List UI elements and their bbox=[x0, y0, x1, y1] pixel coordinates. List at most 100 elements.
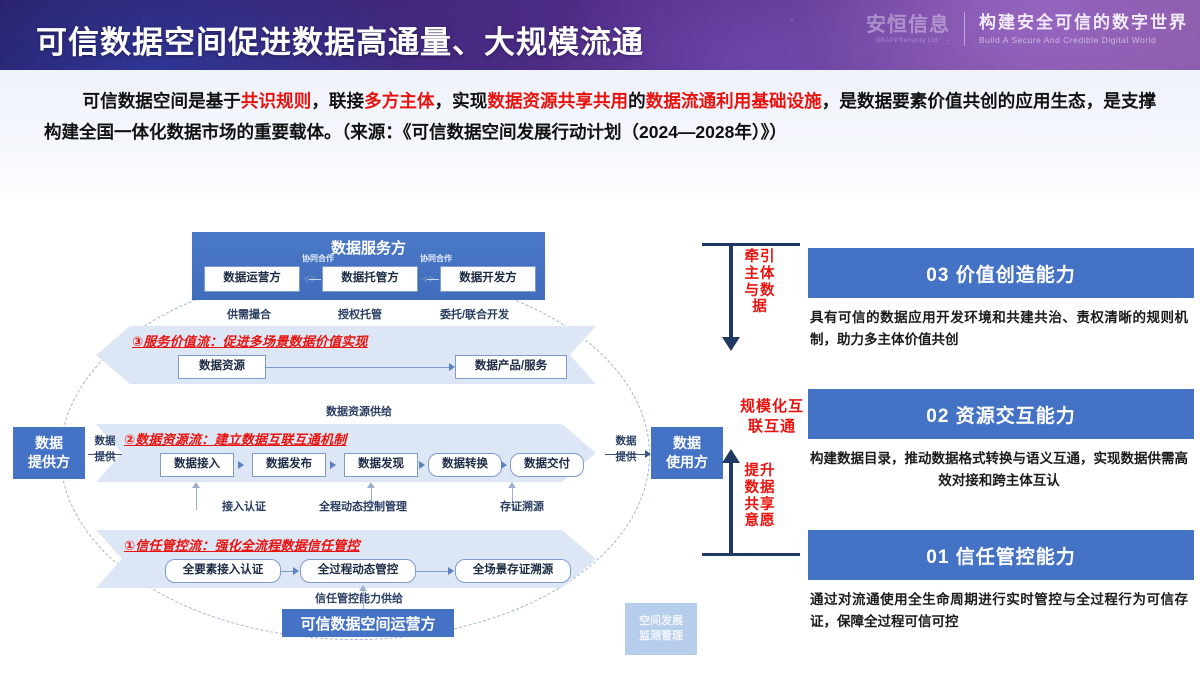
flow2-up-arrow-2 bbox=[367, 482, 375, 488]
box-data-delivery[interactable]: 数据交付 bbox=[510, 453, 584, 477]
axis-top-bar bbox=[702, 243, 800, 246]
data-consumer-line1: 数据 bbox=[673, 435, 701, 452]
brand-slogan-en: Build A Secure And Credible Digital Worl… bbox=[979, 35, 1157, 46]
flow1-title: ①信任管控流：强化全流程数据信任管控 bbox=[124, 538, 360, 553]
connector-label-1: 协同合作 bbox=[302, 254, 334, 263]
box-data-custodian[interactable]: 数据托管方 bbox=[322, 266, 418, 292]
card-body-value-creation: 具有可信的数据应用开发环境和共建共治、责权清晰的规则机制，助力多主体价值共创 bbox=[810, 310, 1188, 347]
intro-highlight-3: 数据资源共享共用 bbox=[487, 91, 629, 111]
label-provide-left-line1: 数据 bbox=[94, 435, 116, 447]
service-provider-title: 数据服务方 bbox=[330, 240, 406, 257]
provide-right-arrow bbox=[645, 450, 651, 458]
company-logo-cn: 安恒信息 bbox=[866, 13, 950, 36]
intro-seg-2: ，联接 bbox=[311, 91, 365, 111]
axis-down-shaft bbox=[729, 243, 733, 341]
card-body-resource-interaction: 构建数据目录，推动数据格式转换与语义互通，实现数据供需高效对接和跨主体互认 bbox=[810, 451, 1188, 488]
flow2-up-arrow-1 bbox=[192, 482, 200, 488]
space-monitor-line2: 监测管理 bbox=[639, 630, 683, 642]
box-full-element-auth[interactable]: 全要素接入认证 bbox=[165, 559, 281, 583]
flow2-arrow-3 bbox=[419, 461, 425, 469]
label-provide-right: 数据 提供 bbox=[609, 434, 643, 466]
box-data-consumer[interactable]: 数据 使用方 bbox=[651, 427, 723, 479]
axis-label-bottom: 提升数据共享意愿 bbox=[744, 463, 776, 530]
diagram-canvas: 数据服务方 数据运营方 数据托管方 数据开发方 协同合作 协同合作 供需撮合 授… bbox=[0, 205, 1200, 675]
arrow-left-1 bbox=[303, 275, 309, 283]
intro-seg-1: 可信数据空间是基于 bbox=[82, 91, 241, 111]
brand-block: 安恒信息 DBAPPSecurity Ltd. 构建安全可信的数字世界 Buil… bbox=[866, 12, 1188, 46]
box-data-transform[interactable]: 数据转换 bbox=[428, 453, 502, 477]
box-space-monitor[interactable]: 空间发展 监测管理 bbox=[625, 603, 697, 655]
caption-trust-supply: 信任管控能力供给 bbox=[315, 593, 403, 605]
flow2-arrow-4 bbox=[501, 461, 507, 469]
company-logo: 安恒信息 DBAPPSecurity Ltd. bbox=[866, 13, 950, 44]
caption-access-auth: 接入认证 bbox=[222, 501, 266, 513]
flow2-arrow-2 bbox=[330, 461, 336, 469]
flow2-up-line-3 bbox=[512, 488, 513, 510]
box-space-operator[interactable]: 可信数据空间运营方 bbox=[282, 609, 454, 637]
intro-highlight-4: 数据流通利用基础设施 bbox=[645, 91, 822, 111]
slide-header: 可信数据空间促进数据高通量、大规模流通 安恒信息 DBAPPSecurity L… bbox=[0, 0, 1200, 70]
label-provide-left-line2: 提供 bbox=[94, 450, 116, 463]
card-body-trust-control: 通过对流通使用全生命周期进行实时管控与全过程行为可信存证，保障全过程可信可控 bbox=[810, 592, 1188, 629]
intro-seg-5: ，是数据要素价值共创的应用生态，是支撑构建全国一体化数据市场的重要载体。（来源：… bbox=[44, 91, 1157, 142]
connector-line-2 bbox=[427, 279, 439, 280]
arrow-left-2 bbox=[421, 275, 427, 283]
space-monitor-line1: 空间发展 bbox=[639, 615, 683, 628]
brand-slogan-cn: 构建安全可信的数字世界 bbox=[979, 12, 1188, 32]
flow3-arrow bbox=[449, 363, 455, 371]
flow2-arrow-1 bbox=[238, 461, 244, 469]
caption-supply-match: 供需撮合 bbox=[227, 309, 271, 321]
company-logo-en: DBAPPSecurity Ltd. bbox=[875, 37, 941, 44]
operator-up-line bbox=[363, 591, 364, 613]
flow2-title: ②数据资源流：建立数据互联互通机制 bbox=[124, 432, 347, 447]
operator-up-arrow bbox=[359, 585, 367, 591]
box-data-operator[interactable]: 数据运营方 bbox=[204, 266, 300, 292]
card-title-resource-interaction[interactable]: 02 资源交互能力 bbox=[808, 389, 1194, 439]
box-data-access[interactable]: 数据接入 bbox=[160, 453, 234, 477]
box-full-scene-trace[interactable]: 全场景存证溯源 bbox=[455, 559, 571, 583]
caption-resource-supply: 数据资源供给 bbox=[326, 406, 392, 418]
page-title: 可信数据空间促进数据高通量、大规模流通 bbox=[36, 25, 644, 60]
data-provider-line1: 数据 bbox=[35, 435, 63, 452]
data-consumer-line2: 使用方 bbox=[666, 454, 708, 470]
provide-right-underline bbox=[605, 454, 645, 455]
intro-highlight-2: 多方主体 bbox=[364, 91, 435, 111]
brand-divider bbox=[964, 12, 965, 46]
provide-left-underline bbox=[88, 454, 122, 455]
flow3-connector-line bbox=[266, 367, 452, 368]
box-full-process-control[interactable]: 全过程动态管控 bbox=[300, 559, 416, 583]
box-data-provider[interactable]: 数据 提供方 bbox=[13, 427, 85, 479]
intro-seg-4: 的 bbox=[628, 91, 646, 111]
intro-highlight-1: 共识规则 bbox=[240, 91, 312, 111]
intro-paragraph: 可信数据空间是基于共识规则，联接多方主体，实现数据资源共享共用的数据流通利用基础… bbox=[0, 70, 1200, 205]
connector-label-2: 协同合作 bbox=[420, 254, 452, 263]
box-data-product-service[interactable]: 数据产品/服务 bbox=[455, 355, 567, 379]
card-title-trust-control[interactable]: 01 信任管控能力 bbox=[808, 530, 1194, 580]
axis-down-arrowhead bbox=[722, 337, 740, 351]
box-data-resource[interactable]: 数据资源 bbox=[178, 355, 266, 379]
flow2-up-line-1 bbox=[196, 488, 197, 510]
axis-label-top: 牵引主体与数据 bbox=[744, 249, 776, 316]
brand-slogan: 构建安全可信的数字世界 Build A Secure And Credible … bbox=[979, 13, 1188, 46]
axis-label-middle: 规模化互联互通 bbox=[739, 398, 804, 435]
label-provide-right-line2: 提供 bbox=[615, 450, 637, 463]
caption-evidence-trace: 存证溯源 bbox=[500, 501, 544, 513]
axis-up-arrowhead bbox=[722, 449, 740, 463]
flow1-arrow-2 bbox=[448, 567, 454, 575]
axis-bottom-bar bbox=[702, 553, 800, 556]
flow3-title: ③服务价值流：促进多场景数据价值实现 bbox=[132, 334, 368, 349]
box-data-discover[interactable]: 数据发现 bbox=[344, 453, 418, 477]
box-data-publish[interactable]: 数据发布 bbox=[252, 453, 326, 477]
flow1-arrow-1 bbox=[293, 567, 299, 575]
connector-line-1 bbox=[309, 279, 321, 280]
label-provide-right-line1: 数据 bbox=[615, 435, 637, 447]
flow2-up-line-2 bbox=[371, 488, 372, 510]
card-title-value-creation[interactable]: 03 价值创造能力 bbox=[808, 248, 1194, 298]
flow1-line-2 bbox=[416, 571, 448, 572]
caption-auth-custody: 授权托管 bbox=[338, 309, 382, 321]
caption-dynamic-control: 全程动态控制管理 bbox=[319, 501, 407, 513]
label-provide-left: 数据 提供 bbox=[88, 434, 122, 466]
box-data-developer[interactable]: 数据开发方 bbox=[440, 266, 536, 292]
intro-seg-3: ，实现 bbox=[434, 91, 488, 111]
